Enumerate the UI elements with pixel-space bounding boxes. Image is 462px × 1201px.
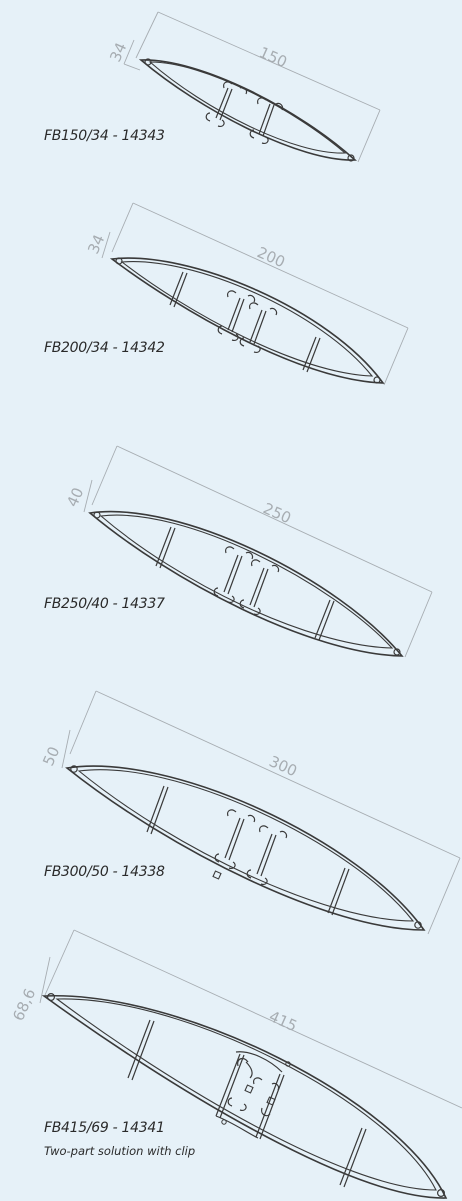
- profile-caption-fb300: FB300/50 - 14338: [44, 864, 165, 880]
- dimension-lines: [39, 929, 462, 1109]
- length-dimension-label: 300: [266, 752, 299, 780]
- profile-fb200: 200 34: [84, 202, 409, 386]
- profile-fb250: 250 40: [63, 445, 433, 658]
- profile-fb415: 415 68,6: [9, 929, 462, 1199]
- dimension-lines: [83, 445, 433, 658]
- height-dimension-label: 34: [106, 40, 130, 65]
- dimension-lines: [61, 690, 461, 935]
- profile-note-fb415: Two-part solution with clip: [44, 1144, 196, 1158]
- height-dimension-label: 68,6: [9, 986, 39, 1024]
- dimension-lines: [123, 11, 381, 163]
- profile-caption-fb150: FB150/34 - 14343: [44, 128, 165, 144]
- length-dimension-label: 150: [256, 43, 289, 71]
- height-dimension-label: 40: [63, 485, 87, 510]
- length-dimension-label: 250: [260, 499, 293, 527]
- profile-caption-fb250: FB250/40 - 14337: [44, 596, 165, 612]
- profile-section: [88, 510, 404, 657]
- profile-section: [65, 765, 426, 931]
- profile-section: [109, 257, 385, 384]
- profile-section: [41, 992, 448, 1199]
- height-dimension-label: 34: [84, 232, 108, 257]
- length-dimension-label: 200: [254, 243, 287, 271]
- profile-caption-fb415: FB415/69 - 14341: [44, 1120, 165, 1136]
- height-dimension-label: 50: [39, 744, 63, 769]
- profile-fb300: 300 50: [39, 690, 461, 935]
- dimension-lines: [101, 202, 409, 386]
- profile-caption-fb200: FB200/34 - 14342: [44, 340, 165, 356]
- profile-section: [138, 58, 357, 162]
